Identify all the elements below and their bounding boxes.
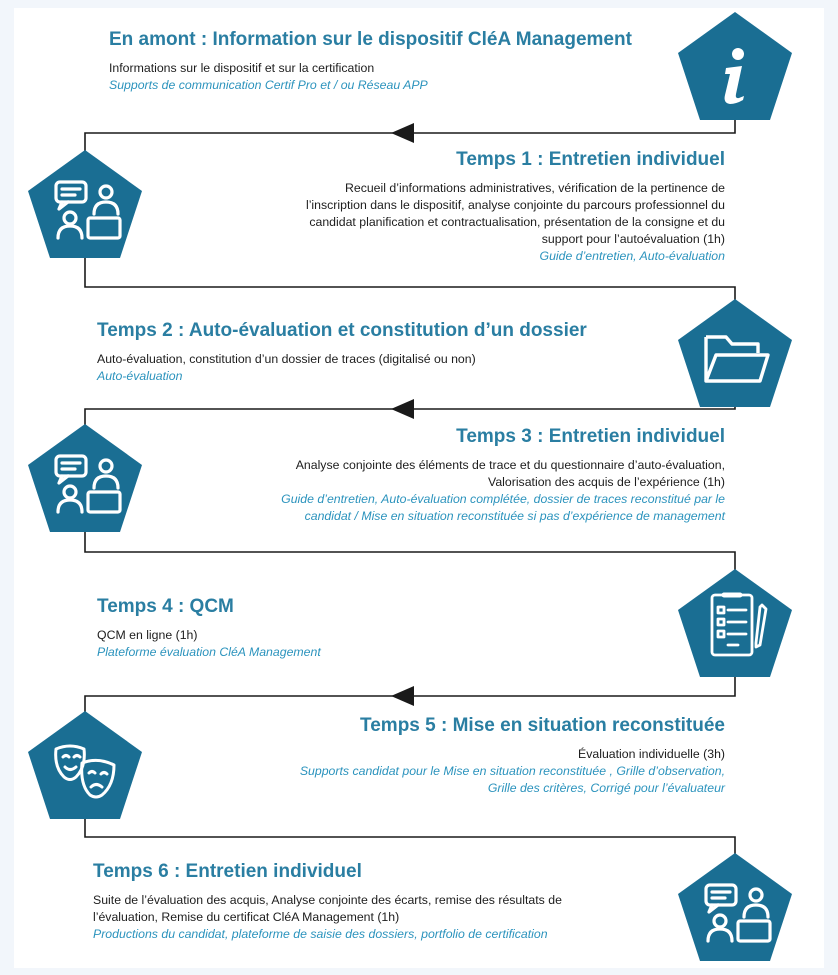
step-support: Guide d’entretien, Auto-évaluation compl…: [281, 492, 725, 506]
step-support: Auto-évaluation: [97, 369, 183, 383]
step-description: l’évaluation, Remise du certificat CléA …: [93, 910, 400, 924]
step-support: candidat / Mise en situation reconstitué…: [304, 509, 725, 523]
interview-icon: [676, 851, 794, 963]
direction-arrow: [391, 399, 414, 419]
process-diagram: En amont : Information sur le dispositif…: [14, 8, 824, 968]
step-support: Supports de communication Certif Pro et …: [109, 78, 428, 92]
step-title: Temps 2 : Auto-évaluation et constitutio…: [97, 320, 587, 341]
step-title: Temps 4 : QCM: [97, 596, 234, 617]
connector-line: [84, 525, 736, 588]
step-support: Guide d’entretien, Auto-évaluation: [539, 249, 726, 263]
step-temps-5: Temps 5 : Mise en situation reconstituée…: [184, 714, 725, 797]
step-title: Temps 3 : Entretien individuel: [456, 426, 725, 447]
step-description: QCM en ligne (1h): [97, 628, 198, 642]
step-description: Évaluation individuelle (3h): [578, 747, 725, 761]
step-title: Temps 5 : Mise en situation reconstituée: [360, 715, 725, 736]
step-description: l’inscription dans le dispositif, analys…: [305, 198, 725, 212]
step-en-amont: En amont : Information sur le dispositif…: [109, 28, 689, 94]
step-description: candidat planification et contractualisa…: [309, 215, 725, 229]
step-temps-1: Temps 1 : Entretien individuel Recueil d…: [184, 148, 725, 265]
step-temps-2: Temps 2 : Auto-évaluation et constitutio…: [97, 319, 677, 385]
folder-icon: [676, 297, 794, 409]
step-title: Temps 1 : Entretien individuel: [456, 149, 725, 170]
step-support: Grille des critères, Corrigé pour l’éval…: [487, 781, 725, 795]
step-support: Supports candidat pour le Mise en situat…: [299, 764, 725, 778]
step-description: support pour l’autoévaluation (1h): [541, 232, 725, 246]
step-title: En amont : Information sur le dispositif…: [109, 29, 632, 50]
theater-masks-icon: [26, 709, 144, 821]
checklist-icon: [676, 567, 794, 679]
step-description: Auto-évaluation, constitution d’un dossi…: [97, 352, 476, 366]
step-description: Suite de l’évaluation des acquis, Analys…: [93, 893, 562, 907]
step-temps-4: Temps 4 : QCM QCM en ligne (1h) Platefor…: [97, 595, 597, 661]
step-title: Temps 6 : Entretien individuel: [93, 861, 362, 882]
step-temps-6: Temps 6 : Entretien individuel Suite de …: [93, 860, 663, 943]
direction-arrow: [391, 686, 414, 706]
step-description: Analyse conjointe des éléments de trace …: [295, 458, 725, 472]
direction-arrow: [391, 123, 414, 143]
interview-icon: [26, 148, 144, 260]
step-support: Productions du candidat, plateforme de s…: [93, 927, 548, 941]
interview-icon: [26, 422, 144, 534]
step-description: Informations sur le dispositif et sur la…: [109, 61, 375, 75]
step-temps-3: Temps 3 : Entretien individuel Analyse c…: [174, 425, 725, 525]
connector-line: [84, 258, 736, 323]
step-description: Valorisation des acquis de l’expérience …: [488, 475, 725, 489]
info-icon: [676, 10, 794, 122]
step-description: Recueil d’informations administratives, …: [344, 181, 725, 195]
step-support: Plateforme évaluation CléA Management: [97, 645, 321, 659]
